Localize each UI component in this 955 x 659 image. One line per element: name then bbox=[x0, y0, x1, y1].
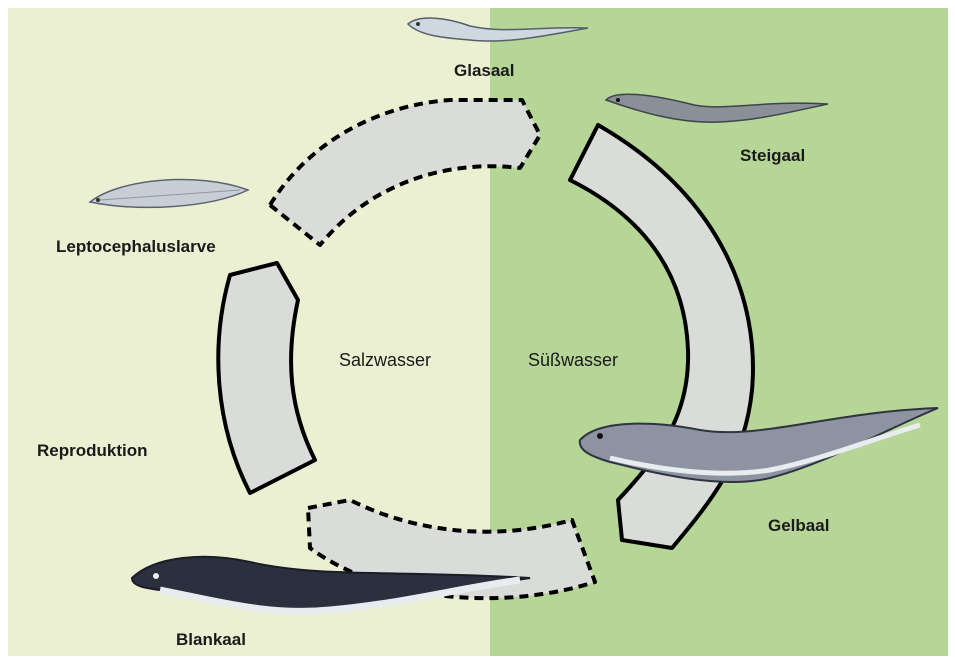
region-label-suesswasser: Süßwasser bbox=[528, 350, 618, 370]
stage-label-steigaal: Steigaal bbox=[740, 146, 805, 166]
stage-label-leptocephaluslarve: Leptocephaluslarve bbox=[56, 237, 216, 257]
stage-label-glasaal: Glasaal bbox=[454, 61, 515, 81]
stage-label-gelbaal: Gelbaal bbox=[768, 516, 829, 536]
region-label-salzwasser: Salzwasser bbox=[339, 350, 431, 370]
stage-label-blankaal: Blankaal bbox=[176, 630, 246, 650]
stage-label-reproduktion: Reproduktion bbox=[37, 441, 148, 461]
